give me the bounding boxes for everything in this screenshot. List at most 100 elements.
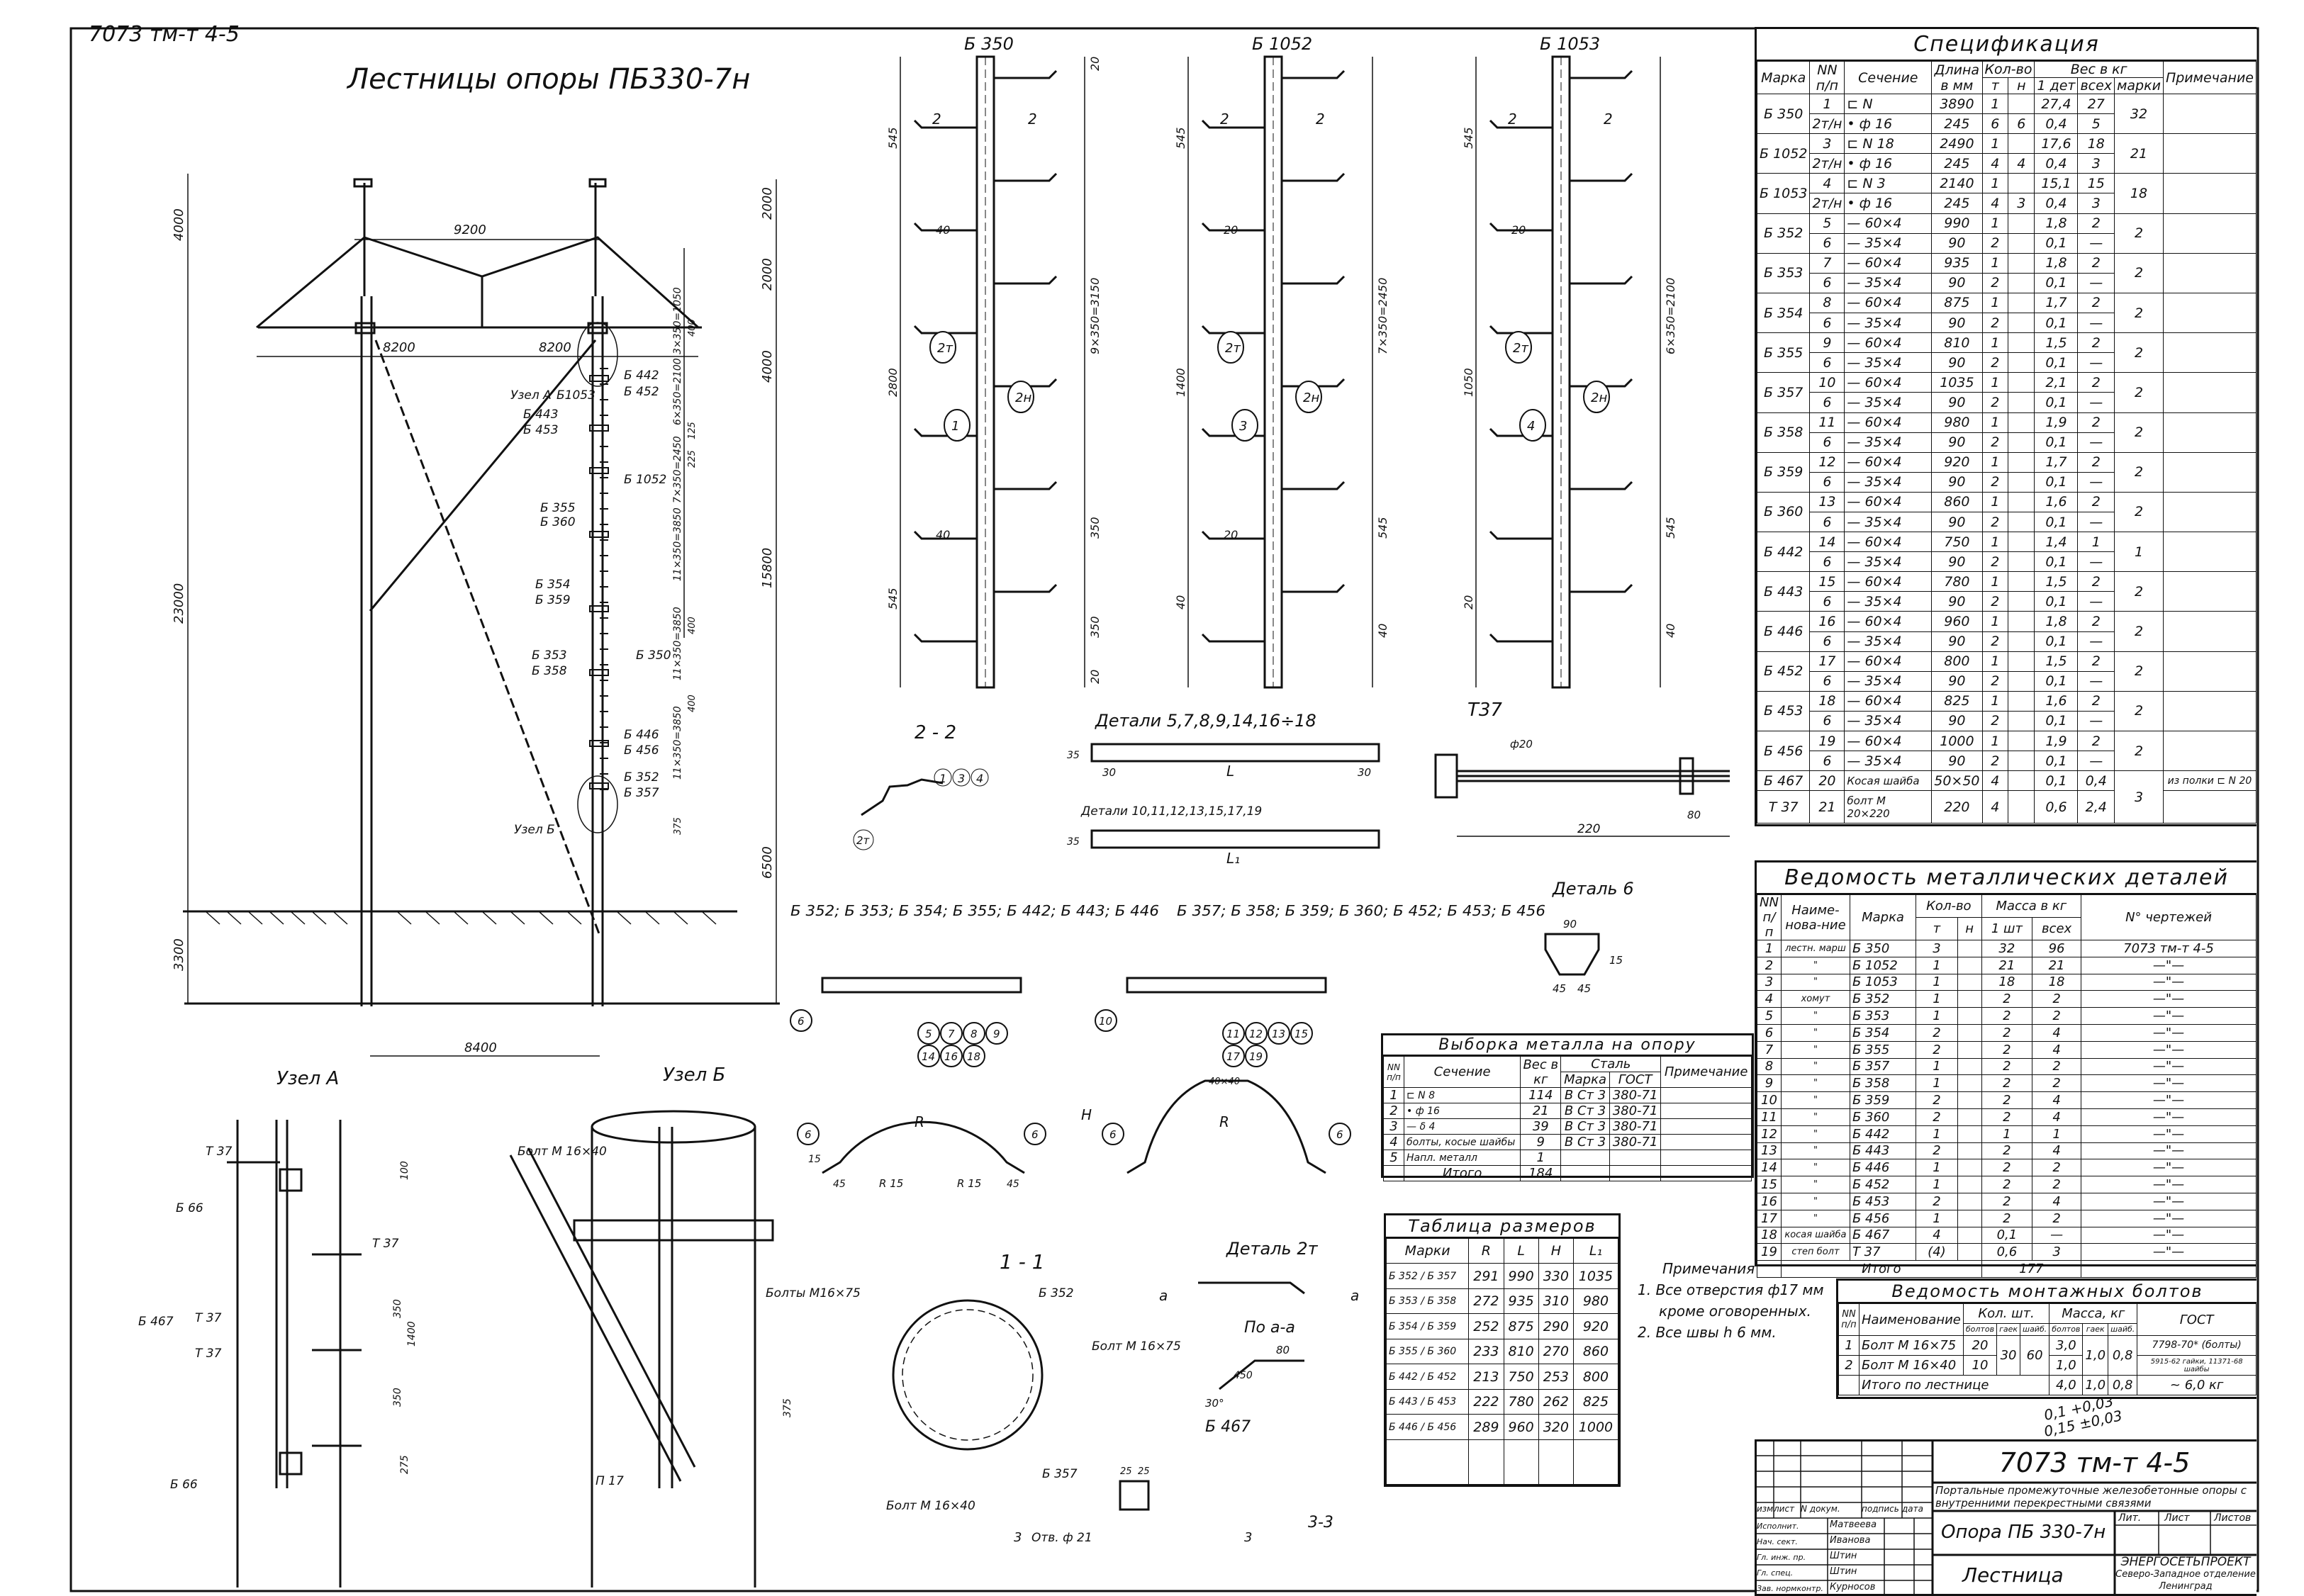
cell: • ф 16 xyxy=(1844,153,1933,174)
cell: 0,8 xyxy=(2108,1335,2138,1376)
cell: 4,0 xyxy=(2049,1375,2084,1395)
callout-label: 9 xyxy=(993,1028,1000,1040)
cell: 2 xyxy=(1981,670,2009,692)
ladder-dim: 1400 xyxy=(1174,368,1187,397)
cell: 960 xyxy=(1931,611,1983,632)
cell: — 35×4 xyxy=(1844,272,1933,293)
cell: 960 xyxy=(1503,1414,1539,1440)
cell: Б 350 xyxy=(1849,940,1917,957)
rung xyxy=(1489,222,1553,232)
rung xyxy=(994,583,1058,593)
cell xyxy=(1660,1087,1752,1103)
cell xyxy=(1957,1091,1982,1109)
ladder-title: Б 1053 xyxy=(1540,34,1600,54)
cell: — xyxy=(2077,511,2115,533)
staff-row: Исполнит.Матвеева xyxy=(1757,1519,1933,1534)
rung xyxy=(913,633,977,643)
cell xyxy=(2162,491,2257,533)
ladder-1: Б 105232т2н5457×350=24501400545404020202… xyxy=(1174,34,1389,689)
cell: " xyxy=(1780,1125,1850,1143)
ladder-dim: 40 xyxy=(936,528,950,541)
dim: 25 xyxy=(1138,1466,1150,1477)
cell: 0,1 xyxy=(1981,1226,2033,1244)
cell: Напл. металл xyxy=(1403,1150,1521,1166)
title-block-sheet-name: Лестница xyxy=(1962,1563,2064,1587)
cell: 2 xyxy=(1981,232,2009,254)
cell: 750 xyxy=(1931,532,1983,553)
cell: 245 xyxy=(1931,153,1983,174)
callout-label: 15 xyxy=(1294,1028,1308,1040)
cell: 290 xyxy=(1538,1313,1574,1339)
uzel-a-label: 275 xyxy=(399,1455,410,1474)
callout-circle xyxy=(1095,1009,1117,1032)
cell xyxy=(2008,611,2035,632)
staff-role: Нач. сект. xyxy=(1757,1537,1798,1546)
cell: 1 xyxy=(1916,1074,1958,1093)
cell: " xyxy=(1780,1209,1850,1227)
cell xyxy=(2008,710,2035,732)
clamp-group-2: Б 357; Б 358; Б 359; Б 360; Б 452; Б 453… xyxy=(1177,902,1545,919)
callout-circle xyxy=(1245,1022,1268,1045)
cell: 1 xyxy=(1981,252,2009,274)
dim: 35 xyxy=(1067,836,1080,848)
dim-375: 375 xyxy=(673,817,683,835)
label-b442: Б 442 xyxy=(624,369,659,383)
callout-label: 8 xyxy=(971,1028,978,1040)
dim: 90 xyxy=(1563,918,1577,931)
cell: Б 352 / Б 357 xyxy=(1385,1263,1470,1289)
ladder-dim: 20 xyxy=(1462,595,1475,609)
cell: —"— xyxy=(2081,1091,2257,1109)
ladder-dim: 545 xyxy=(886,588,900,609)
cell: 0,1 xyxy=(2034,670,2079,692)
cell: — δ 4 xyxy=(1403,1118,1521,1135)
cell: 1 xyxy=(1916,1209,1958,1227)
title-block-cols: изм. лист N докум. подпись дата xyxy=(1757,1504,1933,1514)
cell: 1,4 xyxy=(2034,532,2079,553)
cell: 5 xyxy=(1757,1007,1782,1025)
ladder-dim: 40 xyxy=(936,223,950,237)
sheet-frame xyxy=(69,27,2259,1592)
cell: 9 xyxy=(1757,1074,1782,1093)
cell: 2 xyxy=(1981,313,2009,334)
label: Болт М 16×40 xyxy=(518,1145,607,1159)
col-doc: N докум. xyxy=(1801,1504,1840,1514)
cell: 875 xyxy=(1503,1313,1539,1339)
section-mark: 2 xyxy=(1604,111,1613,128)
cell xyxy=(1957,1007,1982,1025)
cell: 90 xyxy=(1931,511,1983,533)
cell: 2 xyxy=(2077,730,2115,752)
cell: 2 xyxy=(2077,412,2115,433)
staff-name: Штин xyxy=(1830,1566,1857,1577)
cell: Б 360 xyxy=(1756,491,1811,533)
cell: 2,4 xyxy=(2077,790,2115,824)
cell: 1,0 xyxy=(2082,1335,2109,1376)
note-item: 1. Все отверстия ф17 мм xyxy=(1638,1281,1824,1298)
cell: 2 xyxy=(2032,1074,2081,1093)
callout-circle xyxy=(1245,1045,1268,1067)
label-b446: Б 446 xyxy=(624,728,659,742)
title-block-object: Опора ПБ 330-7н xyxy=(1941,1522,2106,1543)
cell: Б 359 xyxy=(1849,1091,1917,1109)
cell: 2т/н xyxy=(1809,193,1845,214)
cell: 980 xyxy=(1931,412,1983,433)
cell: 6 xyxy=(1809,670,1845,692)
col-t: т xyxy=(1916,917,1958,940)
cell: 3 xyxy=(2077,193,2115,214)
cell: 18 xyxy=(1757,1226,1782,1244)
cell: 6 xyxy=(1809,591,1845,612)
rung xyxy=(1282,275,1346,285)
cell: 90 xyxy=(1931,670,1983,692)
callout-circle xyxy=(940,1045,963,1067)
cell: 2 xyxy=(2077,491,2115,512)
ladder-dim: 545 xyxy=(886,127,900,149)
cell: 270 xyxy=(1538,1338,1574,1365)
cell xyxy=(2162,332,2257,373)
cell: 875 xyxy=(1931,292,1983,314)
cell: 0,4 xyxy=(2077,770,2115,792)
cell: 0,1 xyxy=(2034,392,2079,413)
cell xyxy=(2008,511,2035,533)
